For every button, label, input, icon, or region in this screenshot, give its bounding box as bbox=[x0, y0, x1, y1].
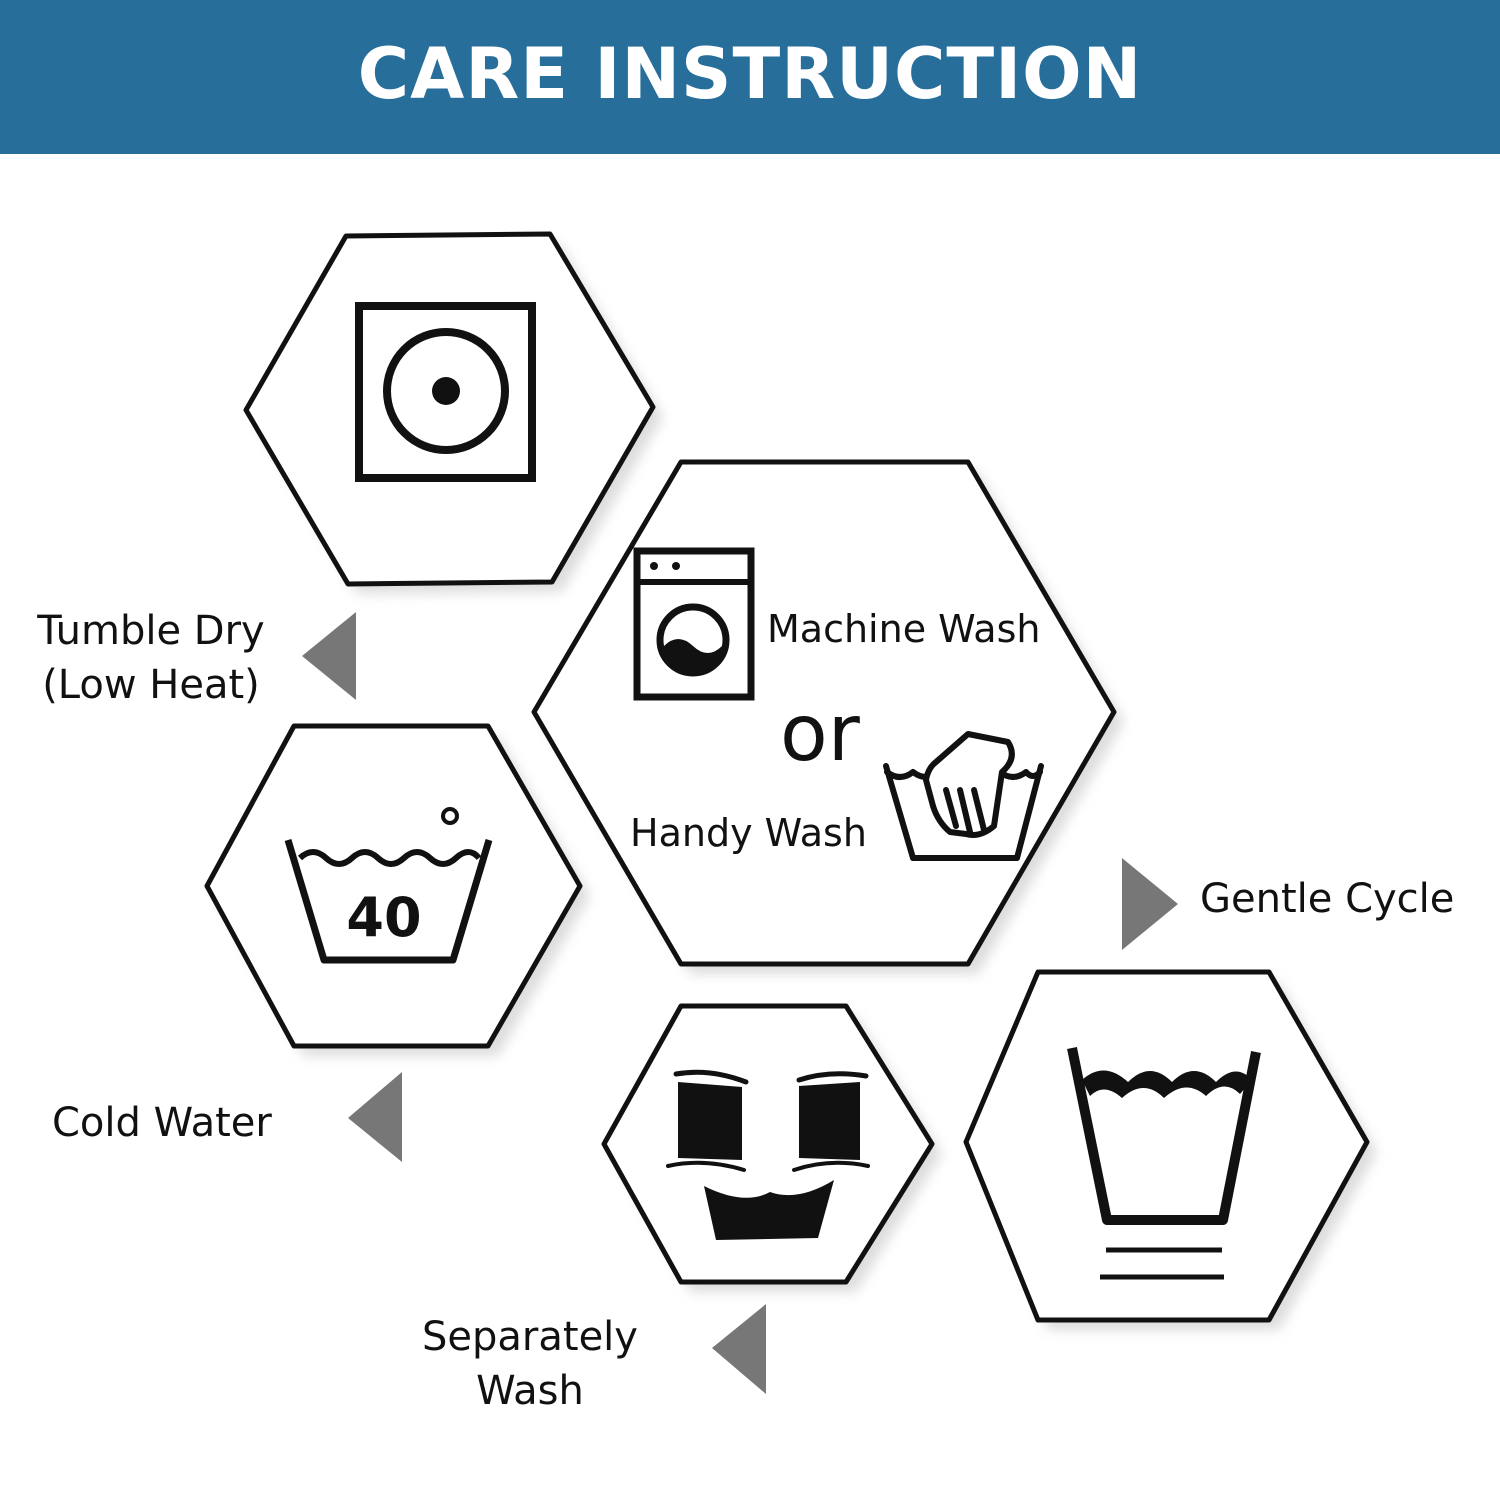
gentle-cycle-hexagon bbox=[963, 969, 1370, 1323]
washing-machine-icon bbox=[633, 547, 755, 701]
wash-choice-hexagon bbox=[531, 459, 1117, 967]
tumble-dry-icon bbox=[355, 302, 536, 482]
or-label: or bbox=[780, 689, 860, 779]
cold-water-hexagon bbox=[204, 723, 583, 1049]
tumble-dry-label: Tumble Dry (Low Heat) bbox=[20, 604, 282, 712]
tumble-dry-label-line1: Tumble Dry bbox=[37, 608, 265, 654]
hand-wash-icon bbox=[883, 731, 1044, 861]
temperature-label: 40 bbox=[346, 886, 421, 949]
arrow-cold-water bbox=[348, 1072, 402, 1162]
gentle-cycle-tub-icon bbox=[1067, 1047, 1261, 1280]
handy-wash-label: Handy Wash bbox=[630, 811, 867, 855]
arrow-separately-wash bbox=[712, 1304, 766, 1394]
page-title: CARE INSTRUCTION bbox=[357, 33, 1143, 115]
cold-water-label: Cold Water bbox=[52, 1100, 272, 1146]
arrow-gentle-cycle bbox=[1122, 858, 1178, 950]
separately-wash-label: Separately Wash bbox=[390, 1310, 670, 1418]
separate-wash-icon bbox=[666, 1069, 870, 1240]
tumble-dry-hexagon bbox=[243, 231, 656, 587]
separately-wash-label-line2: Wash bbox=[476, 1368, 584, 1414]
machine-wash-label: Machine Wash bbox=[767, 607, 1041, 651]
separately-wash-label-line1: Separately bbox=[422, 1314, 638, 1360]
tumble-dry-label-line2: (Low Heat) bbox=[42, 662, 260, 708]
arrow-tumble-dry bbox=[302, 612, 356, 700]
wash-tub-40-icon: 40 bbox=[284, 807, 493, 964]
gentle-cycle-label: Gentle Cycle bbox=[1200, 876, 1455, 922]
header-banner: CARE INSTRUCTION bbox=[0, 0, 1500, 154]
